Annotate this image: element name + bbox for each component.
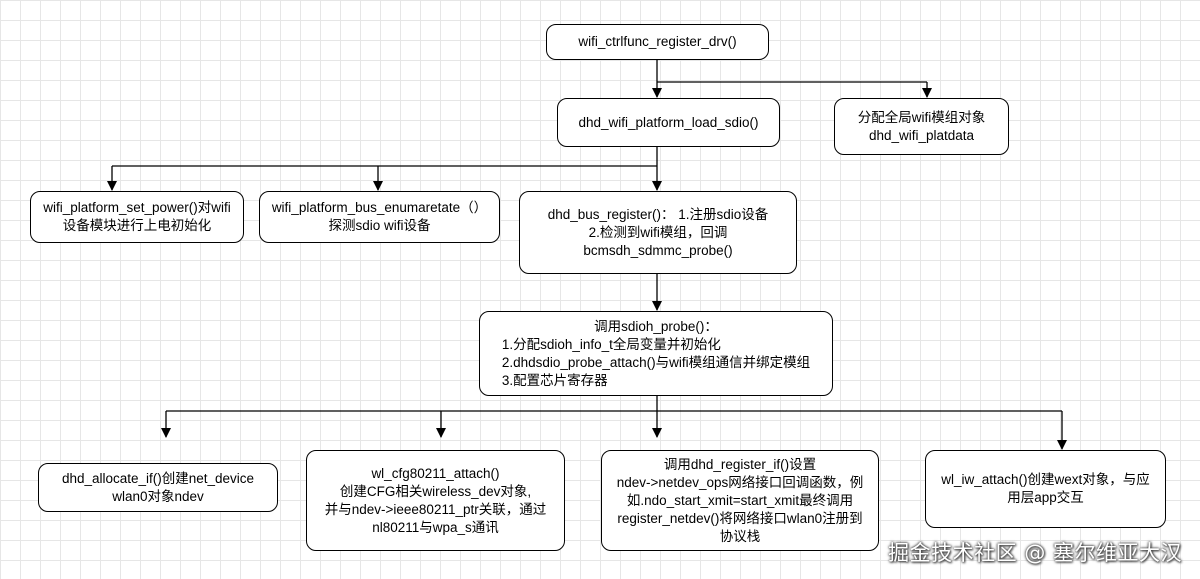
node-text-line: 2.dhdsdio_probe_attach()与wifi模组通信并绑定模组 [501, 354, 811, 370]
node-text-line: wl_cfg80211_attach() [371, 465, 500, 481]
node-text-line: wl_iw_attach()创建wext对象，与应 [941, 472, 1150, 487]
node-text-line: 分配全局wifi模组对象 [857, 109, 986, 125]
node-wl-cfg80211-attach: wl_cfg80211_attach() 创建CFG相关wireless_dev对… [306, 450, 565, 551]
node-text-line: wifi_ctrlfunc_register_drv() [578, 34, 737, 49]
node-text-line: 并与ndev->ieee80211_ptr关联，通过 [324, 501, 547, 517]
node-text-line: 协议栈 [719, 528, 761, 544]
node-text-line: 用层app交互 [1007, 490, 1084, 505]
node-wifi-platform-set-power: wifi_platform_set_power()对wifi 设备模块进行上电初始… [30, 191, 244, 243]
node-text-line: ndev->netdev_ops网络接口回调函数，例 [616, 474, 864, 490]
node-text-line: 设备模块进行上电初始化 [62, 218, 212, 233]
node-text-line: dhd_allocate_if()创建net_device [61, 470, 255, 486]
node-text-line: 如.ndo_start_xmit=start_xmit最终调用 [626, 492, 854, 508]
node-text-line: nl80211与wpa_s通讯 [372, 519, 499, 535]
node-text-line: 创建CFG相关wireless_dev对象, [339, 483, 532, 499]
node-text-line: wlan0对象ndev [112, 488, 204, 504]
node-text-line: 调用sdioh_probe()： [594, 318, 718, 334]
node-text-line: bcmsdh_sdmmc_probe() [583, 242, 733, 258]
node-wifi-platform-bus-enumaretate: wifi_platform_bus_enumaretate（） 探测sdio wi… [259, 191, 500, 243]
node-dhd-register-if: 调用dhd_register_if()设置 ndev->netdev_ops网络接… [601, 450, 879, 551]
node-text-line: 3.配置芯片寄存器 [501, 372, 608, 388]
node-text-line: 1.分配sdioh_info_t全局变量并初始化 [501, 336, 721, 352]
watermark: 掘金技术社区 @ 塞尔维亚大汉 [888, 541, 1182, 565]
node-dhd-wifi-platform-load-sdio: dhd_wifi_platform_load_sdio() [557, 98, 780, 147]
node-wifi-ctrlfunc-register-drv: wifi_ctrlfunc_register_drv() [546, 24, 769, 60]
node-text-line: 2.检测到wifi模组，回调 [588, 224, 728, 240]
node-text-line: wifi_platform_set_power()对wifi [43, 200, 231, 215]
node-text-line: dhd_wifi_platform_load_sdio() [578, 114, 759, 130]
node-sdioh-probe: 调用sdioh_probe()： 1.分配sdioh_info_t全局变量并初始化… [479, 311, 833, 396]
node-text-line: 探测sdio wifi设备 [328, 218, 431, 233]
node-text-line: 调用dhd_register_if()设置 [663, 456, 817, 472]
node-text-line: register_netdev()将网络接口wlan0注册到 [617, 510, 863, 526]
node-text-line: dhd_bus_register()： 1.注册sdio设备 [547, 206, 769, 222]
node-dhd-allocate-if: dhd_allocate_if()创建net_device wlan0对象ndev [38, 463, 278, 512]
node-dhd-bus-register: dhd_bus_register()： 1.注册sdio设备 2.检测到wifi模… [519, 191, 797, 274]
node-text-line: wifi_platform_bus_enumaretate（） [271, 200, 488, 215]
node-text-line: dhd_wifi_platdata [868, 127, 975, 143]
node-wl-iw-attach: wl_iw_attach()创建wext对象，与应用层app交互 [925, 450, 1166, 528]
node-alloc-global-wifi-module: 分配全局wifi模组对象 dhd_wifi_platdata [834, 98, 1009, 155]
